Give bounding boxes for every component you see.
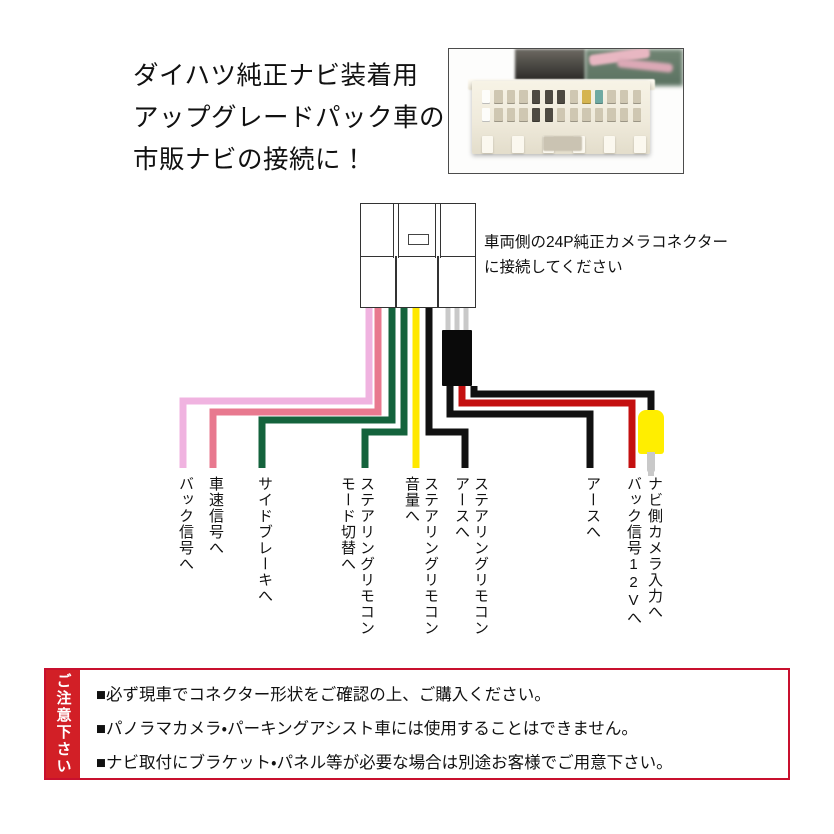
photo-pin [506, 107, 516, 123]
photo-pin-row-top [481, 89, 641, 105]
connector-instruction-line-2: に接続してください [484, 259, 623, 276]
rca-body [638, 410, 664, 454]
wire-back-signal-12v [458, 386, 636, 468]
connector-latch [408, 234, 429, 245]
warning-tab-label: ご注意下さい [54, 673, 72, 775]
wire-steering-ground [425, 308, 469, 468]
connector-diagram [360, 203, 476, 308]
photo-notch [512, 135, 524, 154]
photo-pin [594, 89, 604, 105]
photo-notch [603, 135, 616, 154]
connector-line-left [395, 255, 397, 307]
connector-rib-right [435, 204, 441, 258]
label-ground: アースへ [584, 476, 601, 540]
warning-tab: ご注意下さい [46, 670, 80, 778]
label-back-signal: バック信号へ [177, 476, 194, 572]
wire-speed-signal [209, 308, 382, 468]
warning-box: ご注意下さい ■必ず現車でコネクター形状をご確認の上、ご購入ください。 ■パノラ… [44, 668, 790, 780]
label-steering-volume-sub: 音量へ [403, 476, 420, 524]
page-title-line-3: 市販ナビの接続に！ [133, 146, 368, 174]
photo-pin [544, 89, 553, 105]
photo-pin [494, 89, 503, 105]
warning-line-1: ■必ず現車でコネクター形状をご確認の上、ご購入ください。 [96, 685, 551, 704]
label-steering-ground-sub: アースへ [453, 476, 470, 540]
photo-pin [632, 89, 641, 105]
wire-gray-bundle [445, 308, 469, 334]
product-photo [448, 48, 684, 174]
wire-steering-mode [361, 308, 408, 468]
photo-pin [632, 107, 641, 123]
label-side-brake: サイドブレーキへ [256, 476, 273, 604]
rca-tip [647, 452, 655, 472]
photo-pin [582, 89, 591, 105]
photo-pin [506, 89, 516, 105]
photo-pin [494, 107, 503, 123]
wire-ground [446, 386, 594, 468]
photo-pin-grid [481, 89, 641, 123]
label-back-signal-12v: バック信号12Vへ [625, 476, 642, 626]
photo-pin [557, 107, 566, 123]
photo-notch [634, 135, 646, 154]
photo-pin [519, 89, 528, 105]
photo-notch [481, 135, 494, 154]
label-steering-volume-main: ステアリングリモコン [422, 476, 439, 636]
label-speed-signal: 車速信号へ [207, 476, 224, 556]
label-steering-ground-group: ステアリングリモコン アースへ [452, 476, 490, 636]
photo-pin [594, 107, 604, 123]
wire-back-signal [179, 308, 373, 468]
page-title-line-1: ダイハツ純正ナビ装着用 [133, 62, 419, 90]
photo-pin [569, 89, 578, 105]
page-title-line-2: アップグレードパック車の [133, 104, 446, 132]
product-photo-image [449, 49, 683, 173]
photo-pin [619, 89, 629, 105]
photo-pin [544, 107, 553, 123]
photo-pin [519, 107, 528, 123]
connector-rib-left [393, 204, 399, 258]
wire-camera-coax [470, 386, 655, 412]
photo-pin [607, 107, 616, 123]
connector-line-right [437, 255, 439, 307]
label-steering-ground-main: ステアリングリモコン [472, 476, 489, 636]
photo-pin [557, 89, 566, 105]
connector-instruction: 車両側の24P純正カメラコネクター に接続してください [484, 230, 784, 280]
photo-pin-row-bottom [481, 107, 641, 123]
photo-pin [532, 107, 541, 123]
photo-pin [481, 107, 491, 123]
photo-pin [582, 107, 591, 123]
warning-line-2: ■パノラマカメラ・パーキングアシスト車には使用することはできません。 [96, 719, 638, 738]
label-steering-mode-sub: モード切替へ [339, 476, 356, 572]
photo-pin [569, 107, 578, 123]
wire-side-brake [258, 308, 396, 468]
label-nav-camera-input: ナビ側カメラ入力へ [646, 476, 663, 620]
photo-pin [619, 107, 629, 123]
photo-pin [532, 89, 541, 105]
photo-pin [607, 89, 616, 105]
page-title: ダイハツ純正ナビ装着用 アップグレードパック車の 市販ナビの接続に！ [133, 55, 453, 181]
label-steering-mode-main: ステアリングリモコン [358, 476, 375, 636]
warning-body: ■必ず現車でコネクター形状をご確認の上、ご購入ください。 ■パノラマカメラ・パー… [80, 670, 788, 778]
photo-center-plate [542, 135, 583, 151]
connector-divider [361, 255, 475, 258]
label-steering-mode-group: ステアリングリモコン モード切替へ [338, 476, 376, 636]
connector-instruction-line-1: 車両側の24P純正カメラコネクター [484, 234, 728, 251]
warning-line-3: ■ナビ取付にブラケット・パネル等が必要な場合は別途お客様でご用意下さい。 [96, 753, 673, 772]
signal-module [442, 330, 472, 386]
photo-pin [481, 89, 491, 105]
label-steering-volume-group: ステアリングリモコン 音量へ [402, 476, 440, 636]
rca-plug-yellow [638, 410, 664, 472]
